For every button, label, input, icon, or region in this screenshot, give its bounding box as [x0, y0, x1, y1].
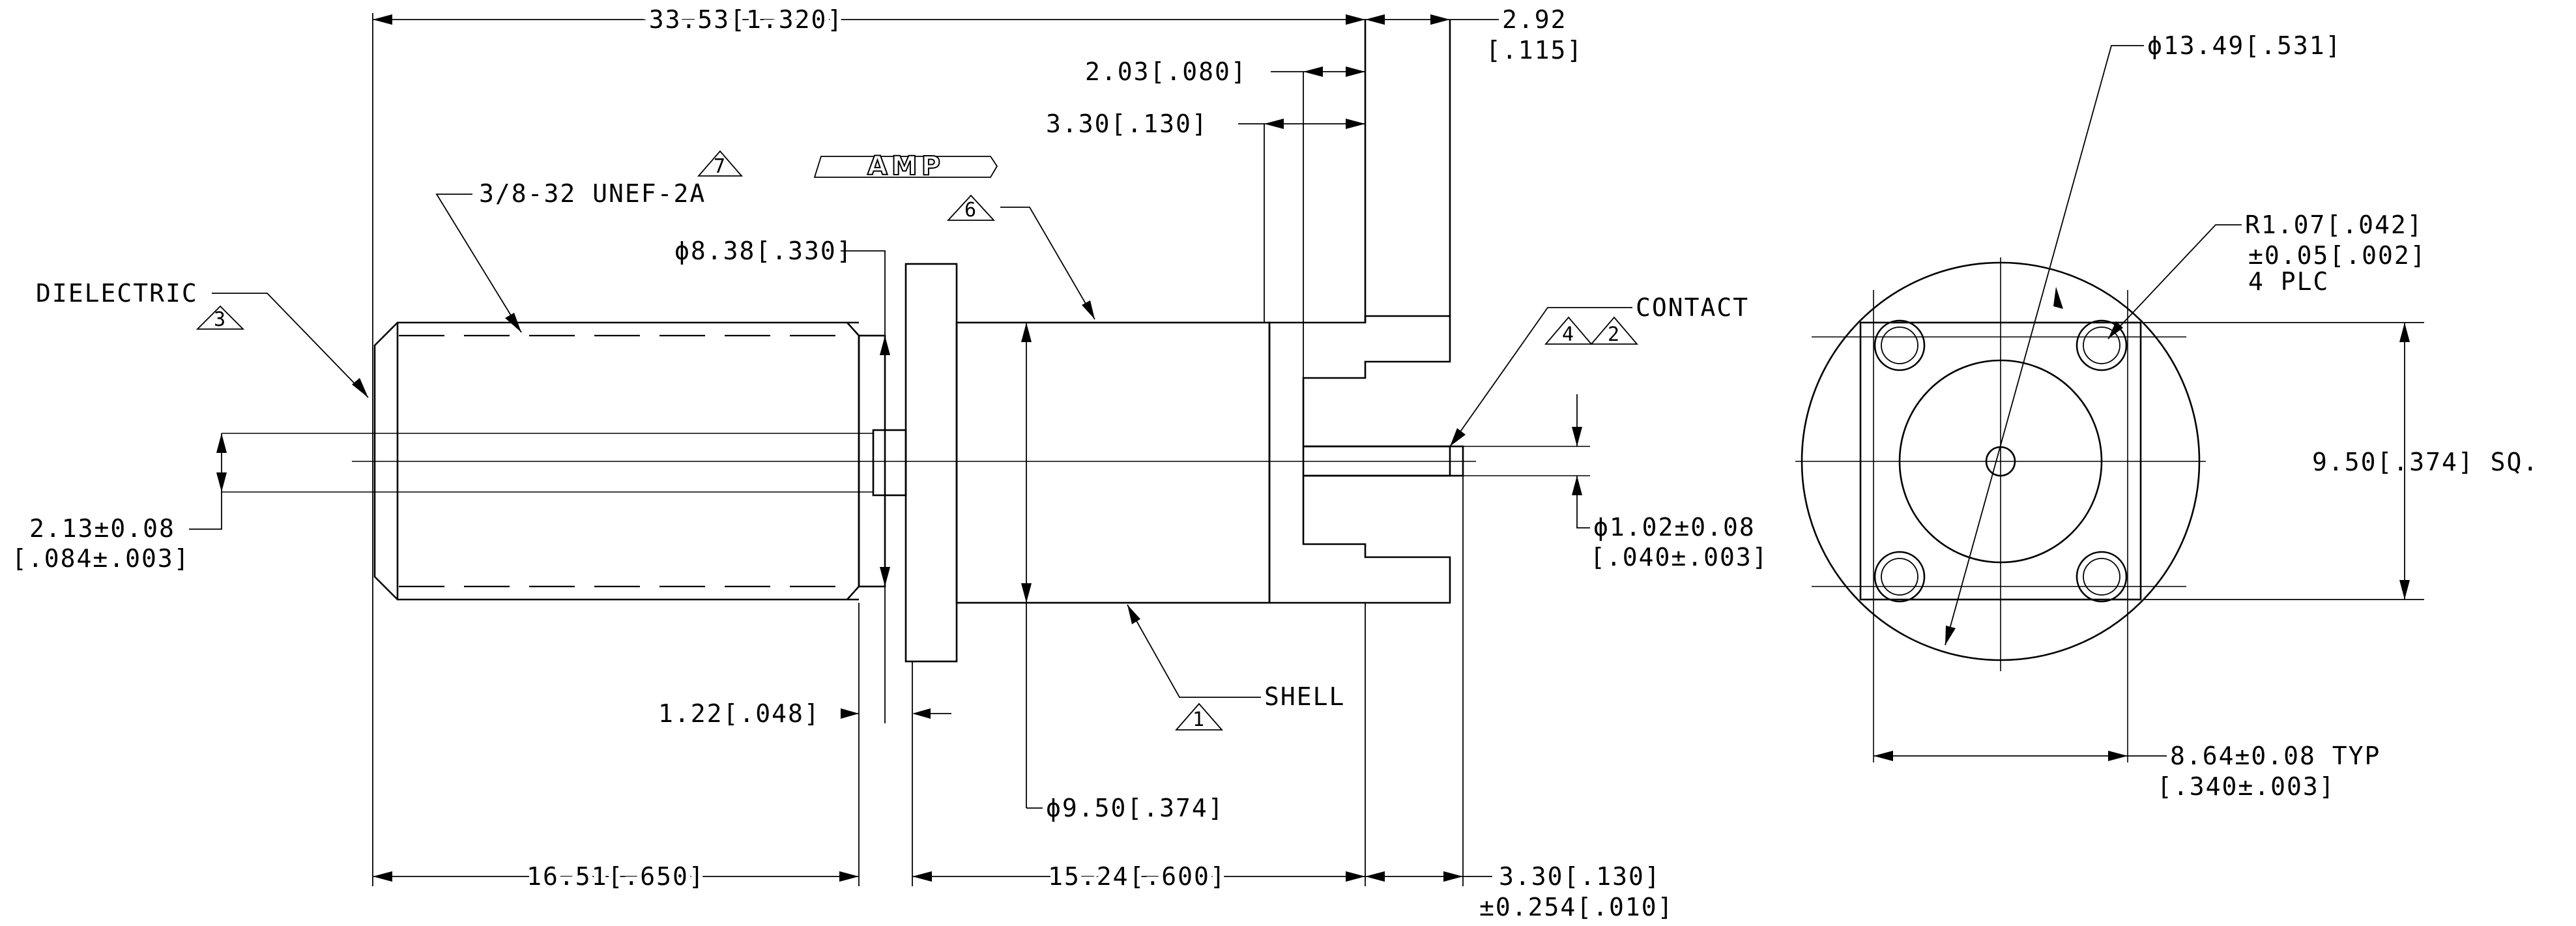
- shell-diameter-label: ϕ9.50[.374]: [1046, 794, 1224, 822]
- dielectric-gap-inch-label: [.084±.003]: [12, 544, 190, 573]
- body-length-label: 15.24[.600]: [1048, 862, 1226, 891]
- shell-callout: SHELL: [1264, 682, 1345, 711]
- hole-spacing-inch-label: [.340±.003]: [2157, 772, 2336, 801]
- side-view: [222, 20, 1590, 663]
- contact-length-label: 3.30[.130]: [1499, 862, 1661, 891]
- contact-length-tolerance-label: ±0.254[.010]: [1479, 893, 1674, 921]
- mounting-holes: [1874, 319, 2128, 603]
- body-diameter-label: ϕ8.38[.330]: [674, 237, 853, 265]
- flag-triangle-contact-a: [1544, 316, 1593, 345]
- post-offset-a-label: 2.03[.080]: [1085, 57, 1247, 86]
- flange-thickness-inch-label: [.115]: [1486, 36, 1583, 65]
- flag-dielectric: 3: [214, 308, 227, 331]
- flange: [904, 263, 958, 663]
- flange-thickness-label: 2.92: [1502, 5, 1567, 34]
- thread-spec-label: 3/8-32 UNEF-2A: [479, 179, 706, 208]
- flange-square-label: 9.50[.374] SQ.: [2312, 448, 2539, 476]
- hole-radius-tolerance-label: ±0.05[.002]: [2248, 241, 2427, 270]
- amp-logo-text: AMP: [867, 151, 944, 181]
- hole-radius-label: R1.07[.042]: [2245, 210, 2424, 239]
- callout-flags: 3 7 6 4 2 1: [195, 150, 1638, 731]
- mounting-posts: [1269, 315, 1451, 604]
- flag-triangle-contact-b: [1590, 316, 1638, 345]
- shell-body: [955, 321, 1271, 604]
- hole-spacing-label: 8.64±0.08 TYP: [2170, 742, 2381, 770]
- contact-diameter-inch-label: [.040±.003]: [1590, 543, 1769, 572]
- flag-triangle-shell: [1175, 702, 1223, 731]
- end-view: [1795, 45, 2424, 762]
- post-offset-b-label: 3.30[.130]: [1046, 109, 1208, 138]
- flag-thread: 7: [714, 155, 727, 178]
- dielectric-gap-label: 2.13±0.08: [29, 514, 175, 543]
- dielectric-callout: DIELECTRIC: [36, 279, 198, 308]
- side-view-labels: 33.53[1.320] 2.92 [.115] 2.03[.080] 3.30…: [12, 1, 1769, 921]
- flag-contact-a: 4: [1562, 323, 1575, 346]
- thread-length-label: 16.51[.650]: [527, 862, 705, 891]
- flange-diameter-label: ϕ13.49[.531]: [2147, 31, 2342, 60]
- contact-callout: CONTACT: [1636, 293, 1749, 322]
- contact-diameter-label: ϕ1.02±0.08: [1593, 513, 1756, 542]
- flag-triangle-dielectric: [195, 305, 245, 330]
- flag-triangle-thread: [697, 150, 743, 177]
- callout-leaders: [212, 194, 1632, 698]
- flag-logo: 6: [964, 199, 977, 222]
- undercut-label: 1.22[.048]: [658, 699, 820, 728]
- flag-triangle-logo: [946, 194, 996, 221]
- side-view-dimensions: [189, 13, 1590, 886]
- amp-logo: AMP: [813, 151, 998, 182]
- hole-count-label: 4 PLC: [2248, 267, 2329, 296]
- flag-contact-b: 2: [1608, 323, 1621, 346]
- flag-shell: 1: [1193, 708, 1206, 731]
- overall-length-label: 33.53[1.320]: [649, 5, 844, 34]
- end-view-labels: ϕ13.49[.531] R1.07[.042] ±0.05[.002] 4 P…: [2147, 31, 2539, 801]
